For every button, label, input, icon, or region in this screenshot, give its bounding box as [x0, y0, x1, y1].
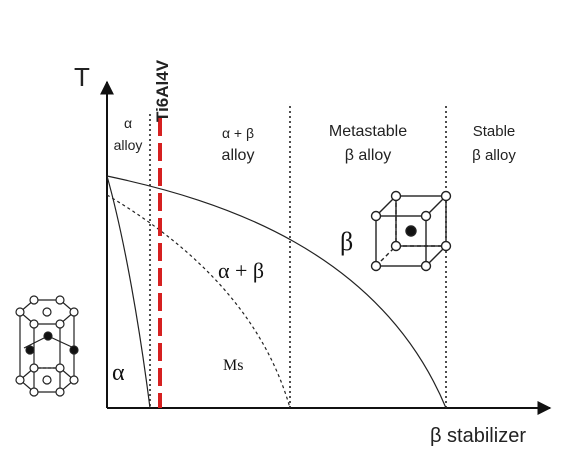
bcc-unit-cell-icon — [370, 190, 452, 272]
region-alpha-line2: alloy — [114, 137, 143, 153]
x-axis-label: β stabilizer — [430, 425, 526, 447]
hcp-unit-cell-icon — [15, 295, 79, 397]
ti6al4v-label: Ti6Al4V — [153, 59, 172, 122]
alpha-solvus-curve — [106, 175, 151, 409]
region-alpha-beta-line1: α + β — [222, 125, 254, 141]
phase-label-beta: β — [340, 227, 353, 256]
phase-label-alpha-beta: α + β — [218, 258, 264, 283]
region-stable-line2: β alloy — [472, 147, 516, 164]
region-metastable-line2: β alloy — [345, 147, 392, 164]
region-metastable-line1: Metastable — [329, 123, 407, 140]
region-stable-line1: Stable — [473, 123, 516, 140]
y-axis-label: T — [74, 62, 90, 92]
ms-curve — [106, 194, 291, 409]
region-alpha-line1: α — [124, 115, 132, 131]
phase-label-alpha: α — [112, 360, 125, 386]
region-alpha-beta-line2: alloy — [222, 147, 255, 164]
phase-label-ms: Ms — [223, 357, 243, 374]
beta-transus-curve — [106, 175, 447, 409]
